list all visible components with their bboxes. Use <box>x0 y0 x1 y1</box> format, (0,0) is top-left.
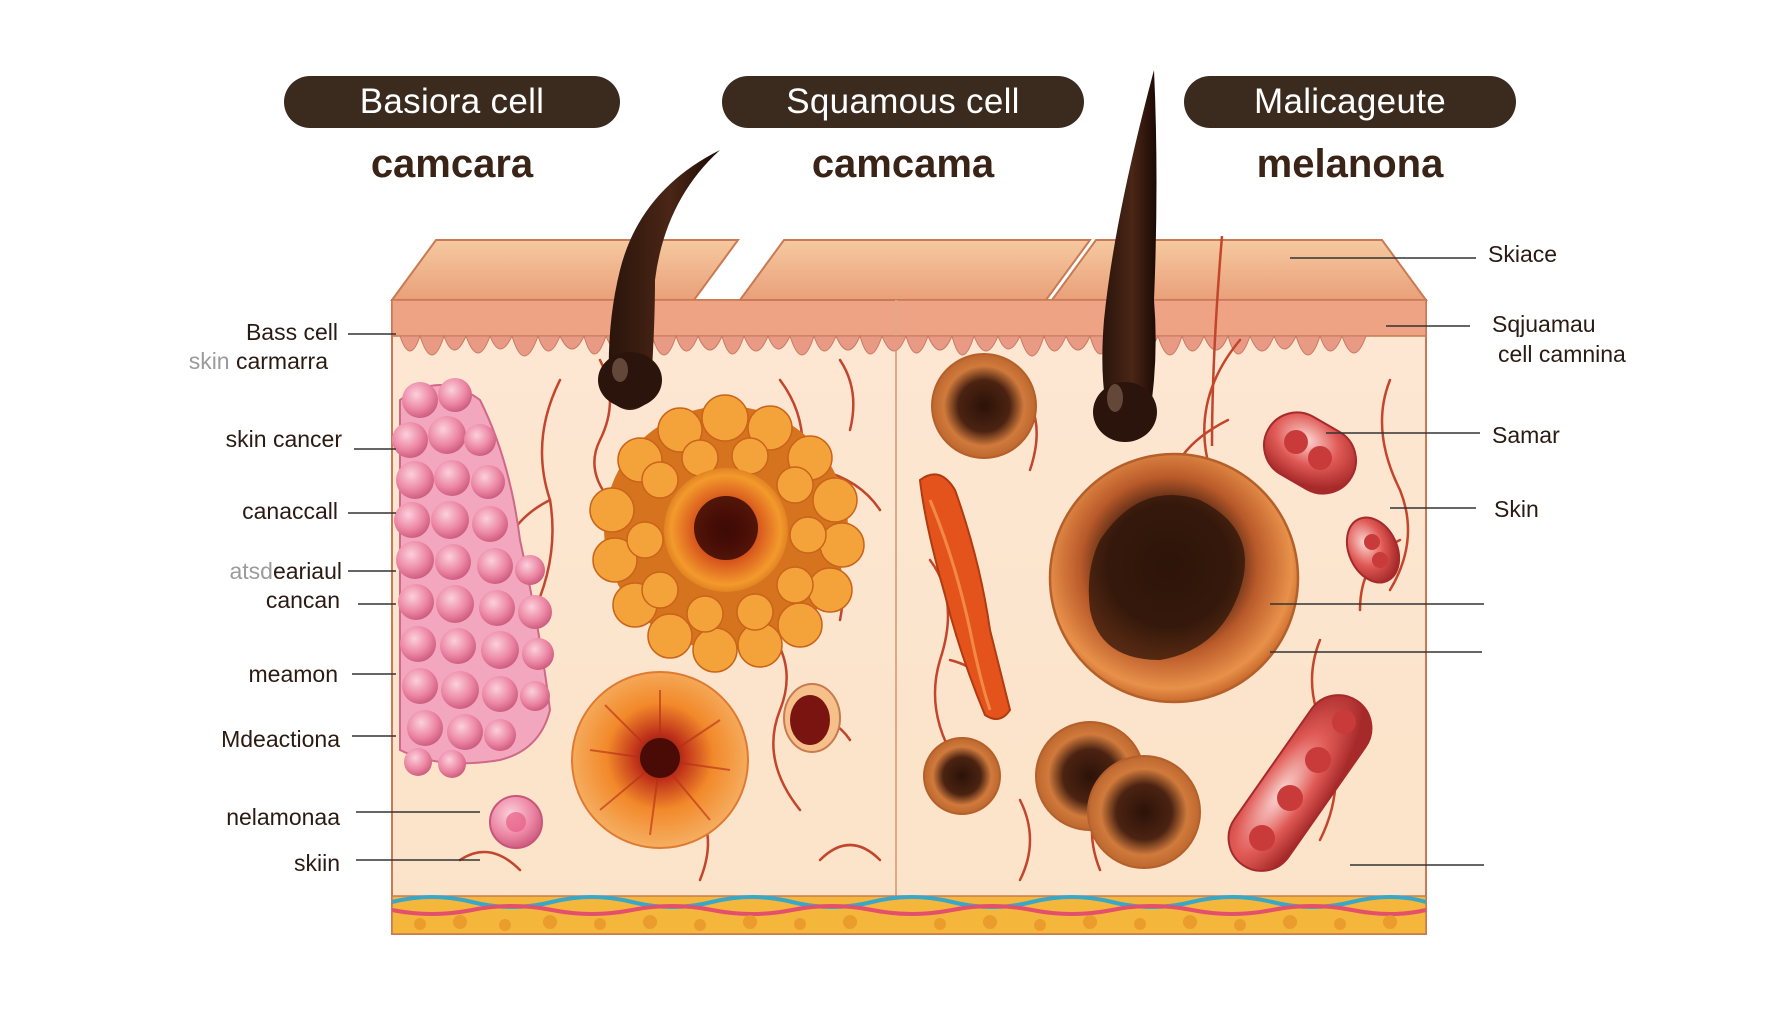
label-samar: Samar <box>1492 422 1560 448</box>
hair-follicle-left <box>598 150 720 410</box>
subcutaneous-layer <box>391 895 1427 935</box>
title-melanoma-subtitle: melanona <box>1256 142 1444 186</box>
small-pink-cell <box>489 795 543 849</box>
label-skin-carmarra: skin carmarra <box>140 347 328 375</box>
label-skiin: skiin <box>293 850 340 876</box>
melanoma-large <box>1048 452 1300 704</box>
title-squamous-cell-subtitle: camcama <box>811 142 995 186</box>
label-mdeactiona: Mdeactiona <box>221 726 340 752</box>
title-basal-cell-subtitle: camcara <box>370 142 534 186</box>
label-skin-cancer: skin cancer <box>225 426 342 452</box>
label-meamon: meamon <box>248 661 338 687</box>
red-cell-long <box>1227 694 1373 872</box>
melanoma-small-top <box>931 353 1037 459</box>
skin-block-middle <box>738 239 1092 301</box>
squamous-tumor-star <box>571 671 749 849</box>
label-skin-right: Skin <box>1494 496 1539 522</box>
title-basal-cell-pill: Basiora cell <box>284 76 620 128</box>
melanoma-small-bottom-left <box>923 737 1001 815</box>
leader-lines-right <box>1270 257 1484 866</box>
label-sqjuamau: Sqjuamau <box>1492 311 1596 337</box>
basal-cell-cluster <box>392 378 554 778</box>
label-bass-cell: Bass cell <box>245 319 338 345</box>
orange-elongated-cell <box>918 473 1012 720</box>
label-skin-faded: skin <box>188 348 230 374</box>
hair-follicle-right <box>1093 70 1224 447</box>
melanoma-pair <box>1035 721 1201 869</box>
title-melanoma-pill: Malicageute <box>1184 76 1516 128</box>
label-atsd-faded: atsd <box>229 558 273 584</box>
red-cell-small <box>1345 516 1401 584</box>
label-cancan: cancan <box>265 587 340 613</box>
label-skiace: Skiace <box>1488 241 1558 267</box>
label-carmarra: carmarra <box>235 348 328 374</box>
label-eariaul: eariaul <box>272 558 342 584</box>
label-cell-camnina: cell camnina <box>1498 341 1626 367</box>
dark-red-cell <box>783 683 841 753</box>
squamous-tumor-bumpy <box>589 394 865 673</box>
leader-lines-left <box>348 333 480 861</box>
label-atsdeariaul: atsdeariaul <box>150 557 342 585</box>
title-squamous-cell-pill: Squamous cell <box>722 76 1084 128</box>
label-nelamonaa: nelamonaa <box>226 804 340 830</box>
label-canaccall: canaccall <box>242 498 338 524</box>
